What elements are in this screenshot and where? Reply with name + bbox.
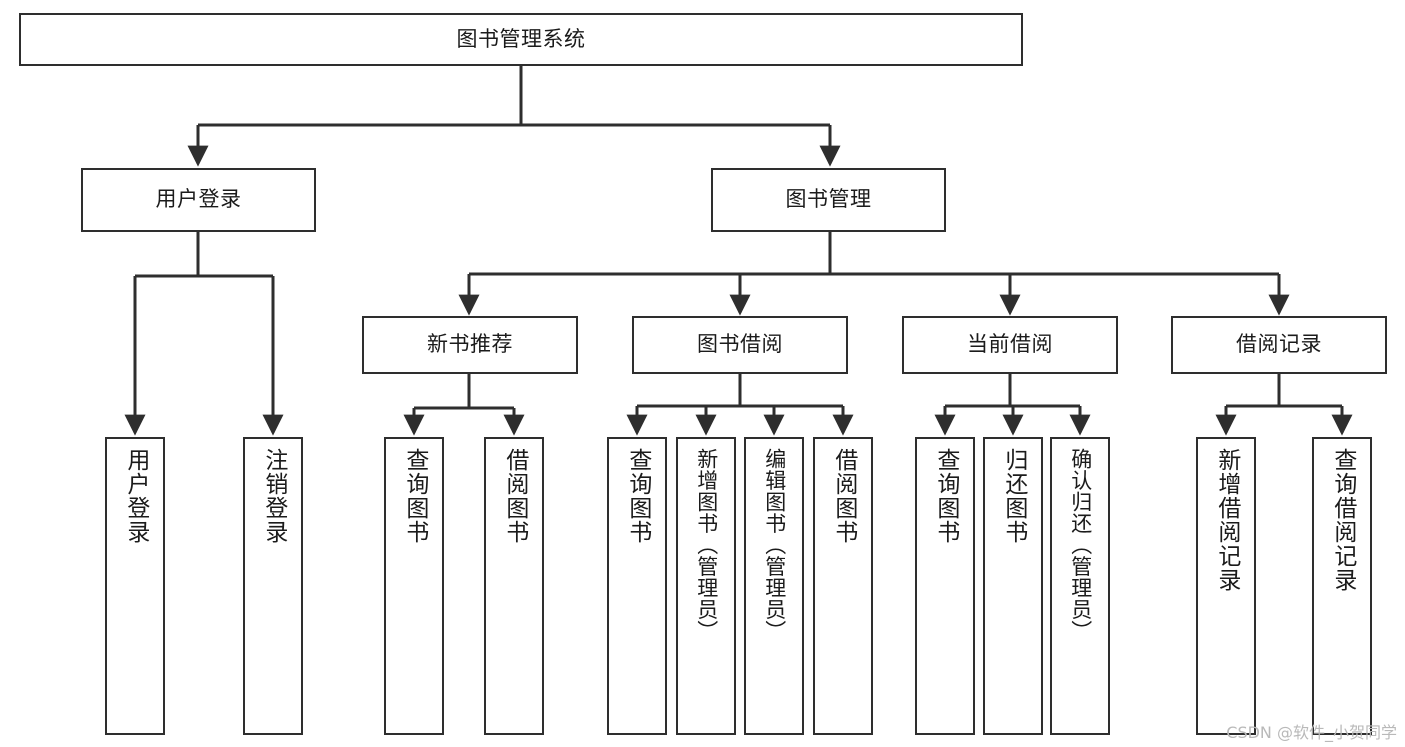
- leaf-book-borrow-borrow-books[interactable]: 借阅图书: [813, 437, 873, 735]
- node-label: 查询图书: [932, 448, 959, 544]
- node-label: 注销登录: [260, 448, 287, 544]
- node-book-borrow[interactable]: 图书借阅: [632, 316, 848, 374]
- leaf-new-book-query-books[interactable]: 查询图书: [384, 437, 444, 735]
- leaf-user-login-login[interactable]: 用户登录: [105, 437, 165, 735]
- node-user-login[interactable]: 用户登录: [81, 168, 316, 232]
- node-label: 查询图书: [401, 448, 428, 544]
- node-label: 用户登录: [155, 187, 242, 212]
- node-label: 借阅记录: [1236, 332, 1322, 357]
- node-current-borrow[interactable]: 当前借阅: [902, 316, 1118, 374]
- node-label: 图书管理系统: [456, 26, 586, 51]
- leaf-user-login-logout[interactable]: 注销登录: [243, 437, 303, 735]
- node-new-book-recommend[interactable]: 新书推荐: [362, 316, 578, 374]
- node-label: 图书借阅: [697, 332, 783, 357]
- node-root-book-management-system[interactable]: 图书管理系统: [19, 13, 1023, 66]
- node-label: 查询借阅记录: [1329, 448, 1356, 592]
- watermark-text: CSDN @软件_小贺同学: [1226, 723, 1397, 742]
- leaf-current-borrow-confirm-return-admin[interactable]: 确认归还（管理员）: [1050, 437, 1110, 735]
- node-borrow-record[interactable]: 借阅记录: [1171, 316, 1387, 374]
- node-label: 查询图书: [624, 448, 651, 544]
- node-label: 图书管理: [785, 187, 872, 212]
- node-label: 编辑图书（管理员）: [762, 448, 787, 642]
- node-label: 确认归还（管理员）: [1068, 448, 1093, 642]
- leaf-current-borrow-return-books[interactable]: 归还图书: [983, 437, 1043, 735]
- node-label: 新书推荐: [427, 332, 513, 357]
- node-label: 借阅图书: [501, 448, 528, 544]
- node-label: 当前借阅: [967, 332, 1053, 357]
- node-label: 用户登录: [122, 448, 149, 544]
- node-label: 新增图书（管理员）: [694, 448, 719, 642]
- leaf-new-book-borrow-books[interactable]: 借阅图书: [484, 437, 544, 735]
- leaf-book-borrow-add-book-admin[interactable]: 新增图书（管理员）: [676, 437, 736, 735]
- node-label: 新增借阅记录: [1213, 448, 1240, 592]
- leaf-book-borrow-query-books[interactable]: 查询图书: [607, 437, 667, 735]
- leaf-current-borrow-query-books[interactable]: 查询图书: [915, 437, 975, 735]
- node-label: 归还图书: [1000, 448, 1027, 544]
- node-book-management[interactable]: 图书管理: [711, 168, 946, 232]
- leaf-borrow-record-query-record[interactable]: 查询借阅记录: [1312, 437, 1372, 735]
- node-label: 借阅图书: [830, 448, 857, 544]
- leaf-borrow-record-add-record[interactable]: 新增借阅记录: [1196, 437, 1256, 735]
- leaf-book-borrow-edit-book-admin[interactable]: 编辑图书（管理员）: [744, 437, 804, 735]
